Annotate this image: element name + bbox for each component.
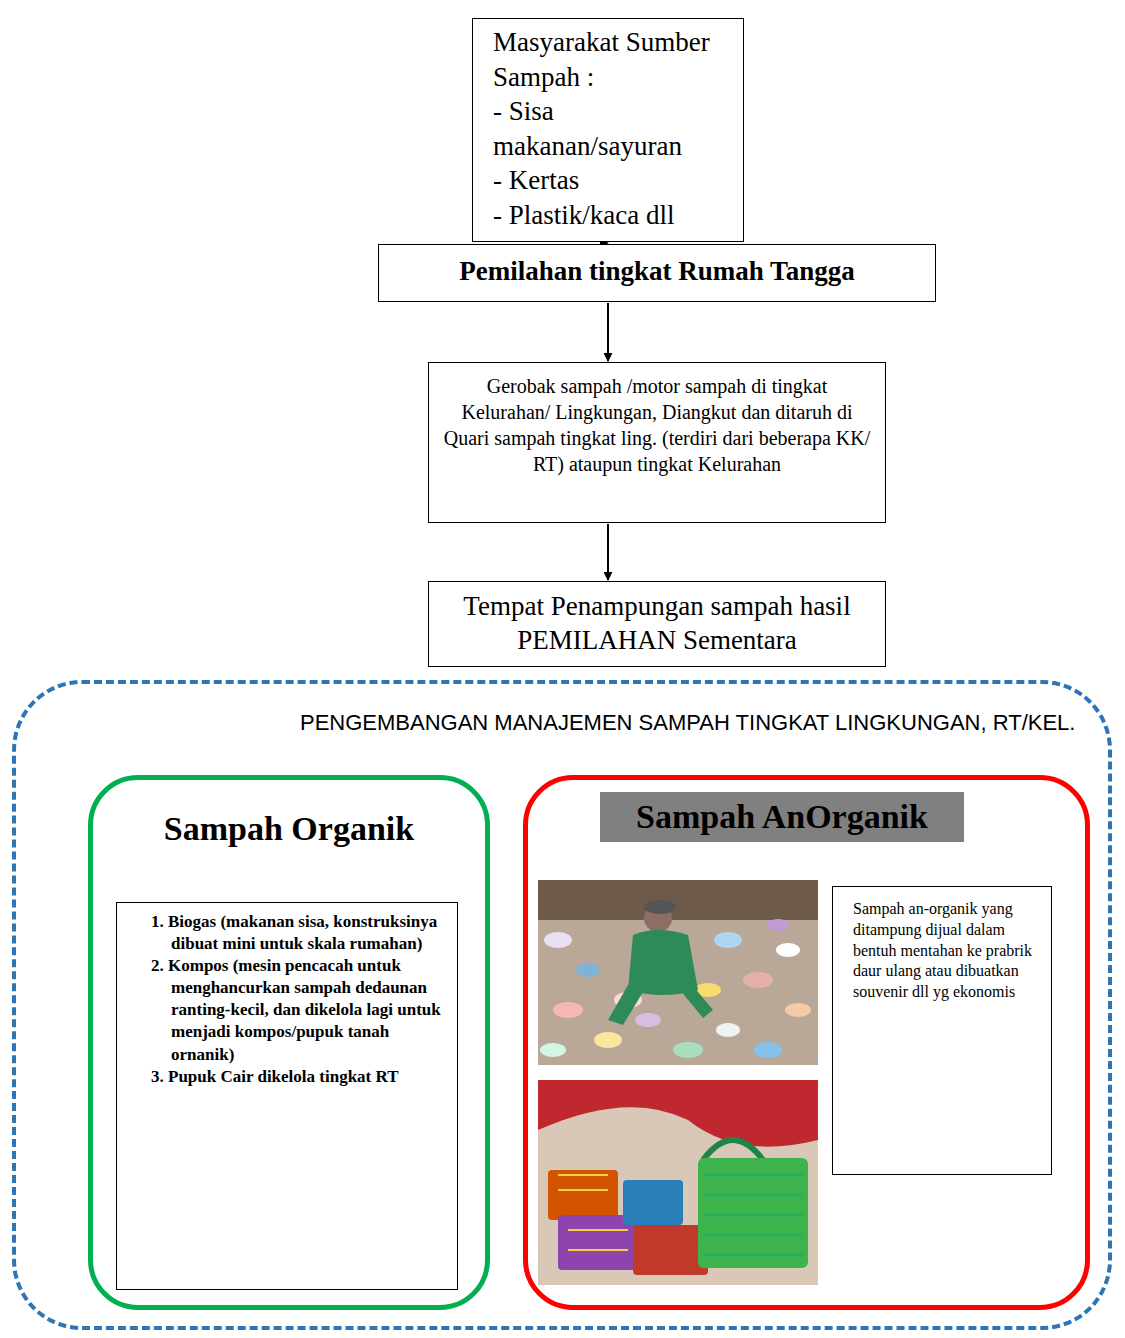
list-box: 1. Biogas (makanan sisa, konstruksinya d…: [116, 902, 458, 1290]
anorganic-panel: Sampah AnOrganikSampah an-organik yang d…: [523, 775, 1090, 1310]
souvenir-bags-photo: [538, 1080, 818, 1285]
node-text: 3. Pupuk Cair dikelola tingkat RT: [151, 1066, 447, 1088]
note-box: Sampah an-organik yang ditampung dijual …: [832, 886, 1052, 1175]
organic-panel: Sampah Organik 1. Biogas (makanan sisa, k…: [88, 775, 490, 1310]
node-text: Tempat Penampungan sampah hasil PEMILAHA…: [441, 590, 873, 658]
node-text: Masyarakat Sumber Sampah :: [493, 25, 733, 94]
node-text: - Plastik/kaca dll: [493, 198, 733, 233]
plastic-pile-photo: [538, 880, 818, 1065]
node-text: Pemilahan tingkat Rumah Tangga: [389, 254, 925, 289]
node-text: Sampah an-organik yang ditampung dijual …: [853, 899, 1041, 1003]
node-text: Gerobak sampah /motor sampah di tingkat …: [443, 373, 871, 477]
node-text: - Sisa makanan/sayuran: [493, 94, 733, 163]
flow-arrow: [607, 524, 609, 580]
node-text: 1. Biogas (makanan sisa, konstruksinya d…: [151, 911, 447, 955]
node-text: - Kertas: [493, 163, 733, 198]
region-band: PENGEMBANGAN MANAJEMEN SAMPAH TINGKAT LI…: [12, 680, 1112, 1330]
node-text: Sampah Organik: [93, 810, 485, 848]
process-box: Pemilahan tingkat Rumah Tangga: [378, 244, 936, 302]
node-text: PENGEMBANGAN MANAJEMEN SAMPAH TINGKAT LI…: [296, 710, 1079, 736]
node-text: 2. Kompos (mesin pencacah untuk menghanc…: [151, 955, 447, 1065]
process-box: Gerobak sampah /motor sampah di tingkat …: [428, 362, 886, 523]
flow-arrow: [607, 303, 609, 361]
node-text: Sampah AnOrganik: [600, 792, 964, 842]
storage-box: Tempat Penampungan sampah hasil PEMILAHA…: [428, 581, 886, 667]
source-box: Masyarakat Sumber Sampah :- Sisa makanan…: [472, 18, 744, 242]
